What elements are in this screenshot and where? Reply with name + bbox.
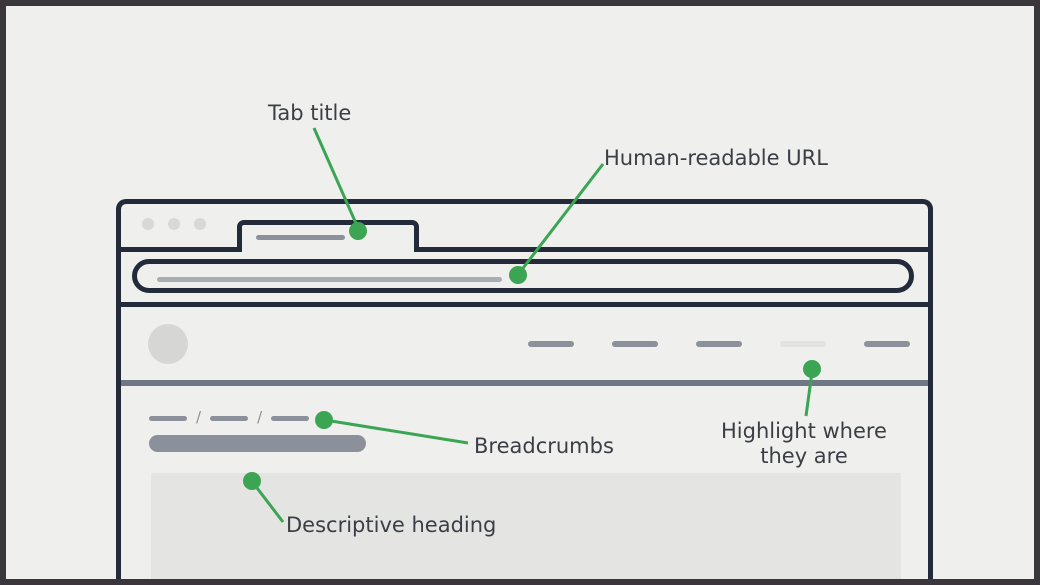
browser-tab-strip [121, 204, 928, 252]
page-body: / / [121, 383, 928, 579]
toolbar-divider [121, 302, 928, 307]
annotation-tab-title: Tab title [268, 101, 352, 125]
browser-toolbar [121, 252, 928, 302]
page-title [149, 435, 366, 452]
annotation-breadcrumbs: Breadcrumbs [474, 434, 614, 458]
avatar[interactable] [148, 324, 188, 364]
annotation-highlight-where-they-are: Highlight where they are [721, 419, 887, 469]
breadcrumb-item-1[interactable] [149, 416, 187, 421]
window-controls [142, 218, 206, 230]
browser-window: / / [116, 199, 933, 579]
address-bar-placeholder [157, 277, 502, 282]
close-dot-icon[interactable] [142, 218, 154, 230]
breadcrumb-separator-2: / [257, 408, 263, 426]
annotation-human-readable-url: Human-readable URL [604, 146, 828, 170]
site-header-divider [121, 380, 928, 386]
browser-tab[interactable] [237, 220, 419, 252]
maximize-dot-icon[interactable] [194, 218, 206, 230]
site-nav [528, 341, 910, 347]
nav-item-5[interactable] [864, 341, 910, 347]
address-bar[interactable] [132, 259, 914, 293]
annotation-descriptive-heading: Descriptive heading [286, 513, 497, 537]
nav-item-2[interactable] [612, 341, 658, 347]
content-card [151, 473, 901, 579]
breadcrumb-item-3[interactable] [271, 416, 310, 421]
breadcrumb: / / [149, 408, 310, 426]
nav-item-3[interactable] [696, 341, 742, 347]
breadcrumb-item-2[interactable] [210, 416, 249, 421]
site-header [121, 307, 928, 386]
nav-item-4-active[interactable] [780, 341, 826, 347]
minimize-dot-icon[interactable] [168, 218, 180, 230]
breadcrumb-separator-1: / [196, 408, 202, 426]
tab-title-placeholder [256, 235, 345, 240]
nav-item-1[interactable] [528, 341, 574, 347]
